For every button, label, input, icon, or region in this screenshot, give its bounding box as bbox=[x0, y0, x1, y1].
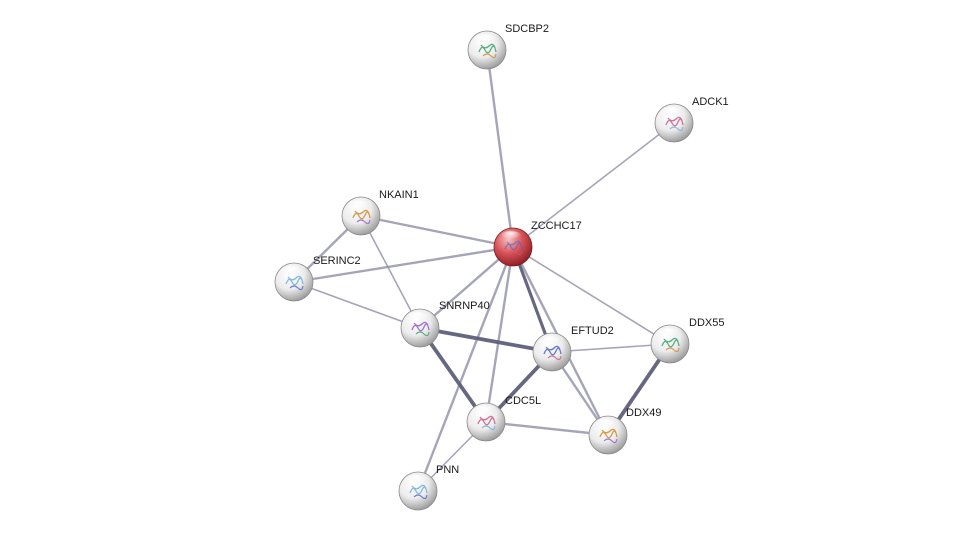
protein-structure-icon bbox=[543, 345, 562, 356]
edge-zcchc17-serinc2[interactable] bbox=[292, 245, 515, 284]
protein-structure-icon bbox=[352, 209, 371, 220]
protein-structure-icon bbox=[482, 53, 497, 59]
nodes-layer: ZCCHC17 SDCBP2ADCK1NKAIN1SERINC2SNRNP40EF… bbox=[274, 23, 729, 511]
protein-structure-icon bbox=[285, 275, 304, 286]
protein-structure-icon bbox=[478, 43, 497, 54]
node-highlight bbox=[348, 200, 370, 212]
node-highlight bbox=[473, 406, 495, 418]
node-highlight bbox=[407, 312, 429, 324]
node-snrnp40[interactable]: SNRNP40 bbox=[400, 300, 490, 348]
node-ddx49[interactable]: DDX49 bbox=[588, 407, 661, 455]
edge-serinc2-snrnp40[interactable] bbox=[293, 281, 421, 329]
edge-zcchc17-snrnp40[interactable] bbox=[418, 245, 515, 330]
node-highlight bbox=[539, 336, 561, 348]
protein-structure-icon bbox=[477, 415, 496, 426]
node-zcchc17[interactable]: ZCCHC17 bbox=[493, 220, 582, 267]
node-label: CDC5L bbox=[505, 395, 541, 407]
protein-structure-icon bbox=[504, 240, 523, 251]
node-highlight bbox=[500, 231, 522, 243]
node-label: SNRNP40 bbox=[439, 300, 490, 312]
node-highlight bbox=[661, 107, 683, 119]
edge-zcchc17-sdcbp2[interactable] bbox=[485, 48, 515, 249]
node-label: NKAIN1 bbox=[379, 189, 419, 201]
protein-structure-icon bbox=[661, 337, 680, 348]
edge-zcchc17-cdc5l[interactable] bbox=[484, 245, 515, 424]
node-cdc5l[interactable]: CDC5L bbox=[466, 395, 541, 442]
node-sdcbp2[interactable]: SDCBP2 bbox=[467, 23, 549, 70]
node-label: EFTUD2 bbox=[571, 325, 614, 337]
protein-structure-icon bbox=[415, 331, 430, 337]
node-pnn[interactable]: PNN bbox=[398, 464, 459, 511]
node-highlight bbox=[595, 419, 617, 431]
protein-structure-icon bbox=[508, 250, 523, 256]
protein-structure-icon bbox=[409, 484, 428, 495]
protein-structure-icon bbox=[413, 494, 428, 500]
edge-nkain1-snrnp40[interactable] bbox=[360, 215, 421, 329]
edge-snrnp40-eftud2[interactable] bbox=[418, 326, 554, 354]
edge-zcchc17-ddx55[interactable] bbox=[512, 246, 671, 345]
edge-zcchc17-pnn[interactable] bbox=[416, 245, 515, 493]
node-serinc2[interactable]: SERINC2 bbox=[274, 255, 361, 302]
node-highlight bbox=[474, 34, 496, 46]
protein-structure-icon bbox=[481, 425, 496, 431]
protein-structure-icon bbox=[411, 321, 430, 332]
protein-structure-icon bbox=[356, 219, 371, 225]
node-highlight bbox=[281, 266, 303, 278]
edge-zcchc17-adck1[interactable] bbox=[512, 122, 675, 248]
node-label: SDCBP2 bbox=[505, 23, 549, 35]
node-label: DDX49 bbox=[626, 407, 661, 419]
edge-eftud2-ddx55[interactable] bbox=[551, 343, 671, 353]
node-label: PNN bbox=[436, 464, 459, 476]
node-label: ADCK1 bbox=[692, 96, 729, 108]
node-highlight bbox=[657, 328, 679, 340]
node-label: DDX55 bbox=[689, 317, 724, 329]
protein-structure-icon bbox=[665, 116, 684, 127]
node-nkain1[interactable]: NKAIN1 bbox=[341, 189, 419, 236]
protein-structure-icon bbox=[547, 355, 562, 361]
node-adck1[interactable]: ADCK1 bbox=[654, 96, 729, 143]
edge-zcchc17-nkain1[interactable] bbox=[359, 214, 515, 249]
protein-structure-icon bbox=[603, 438, 618, 444]
node-highlight bbox=[405, 475, 427, 487]
protein-structure-icon bbox=[289, 285, 304, 291]
node-label: ZCCHC17 bbox=[531, 220, 582, 232]
protein-structure-icon bbox=[599, 428, 618, 439]
node-eftud2[interactable]: EFTUD2 bbox=[532, 325, 614, 372]
protein-structure-icon bbox=[665, 347, 680, 353]
protein-structure-icon bbox=[669, 126, 684, 132]
node-label: SERINC2 bbox=[313, 255, 361, 267]
node-ddx55[interactable]: DDX55 bbox=[650, 317, 724, 364]
edge-cdc5l-ddx49[interactable] bbox=[484, 420, 610, 437]
